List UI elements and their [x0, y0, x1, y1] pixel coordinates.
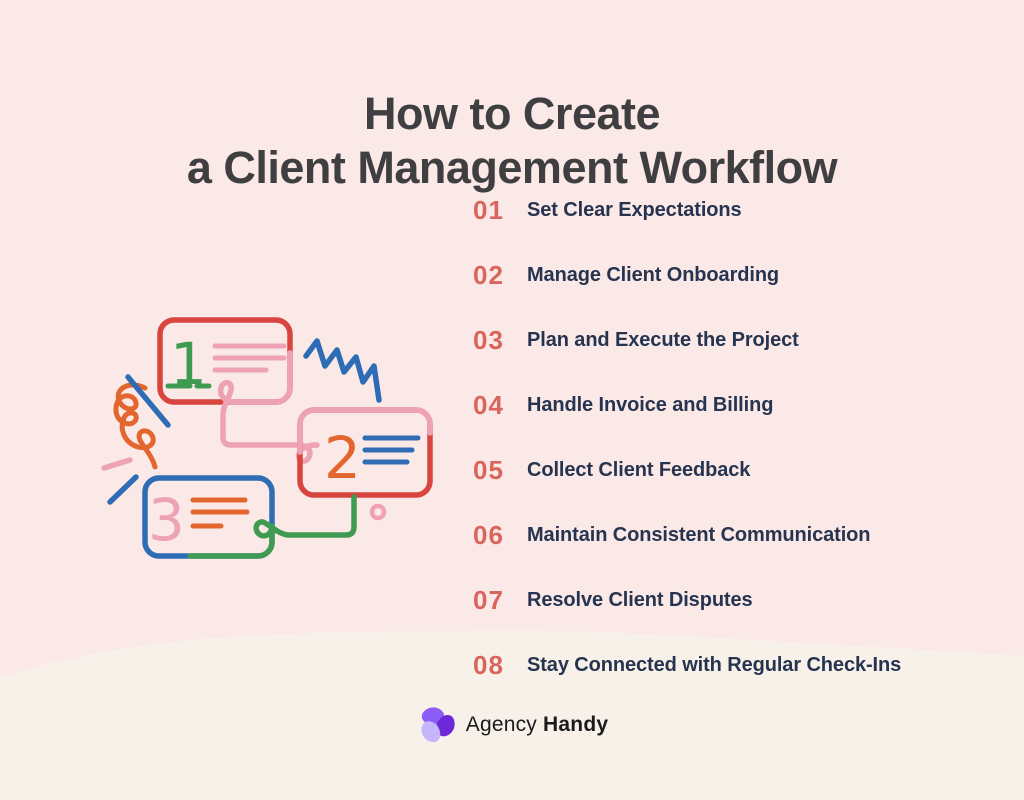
step-row: 01 Set Clear Expectations [473, 178, 901, 243]
card-2-top-accent [297, 407, 433, 455]
step-label: Manage Client Onboarding [527, 264, 780, 286]
step-row: 02 Manage Client Onboarding [473, 243, 901, 308]
step-row: 07 Resolve Client Disputes [473, 568, 901, 633]
logo-petal-top [421, 707, 444, 725]
card-2-number: 2 [324, 424, 361, 492]
step-row: 08 Stay Connected with Regular Check-Ins [473, 633, 901, 698]
logo-petal-bottom [421, 721, 440, 743]
page-title-line-1: How to Create [363, 88, 661, 140]
blue-slash-decoration [107, 474, 139, 505]
step-number: 07 [473, 585, 504, 615]
step-number: 06 [473, 520, 504, 550]
step-label: Handle Invoice and Billing [527, 394, 774, 416]
step-row: 03 Plan and Execute the Project [473, 308, 901, 373]
step-label: Collect Client Feedback [527, 459, 751, 481]
page-title-line-2: a Client Management Workflow [186, 142, 838, 194]
squiggle-decoration [113, 382, 158, 470]
card-3-number: 3 [148, 486, 185, 554]
agency-handy-wordmark: Agency Handy [466, 713, 608, 737]
step-number: 05 [473, 455, 504, 485]
diagonal-line-decoration [125, 374, 171, 428]
workflow-illustration: 1 2 3 [101, 317, 433, 559]
step-number: 04 [473, 390, 504, 420]
zigzag-decoration [303, 338, 382, 403]
dot-decoration [369, 503, 387, 521]
background-wave [0, 631, 1024, 800]
connector-card3-card2 [187, 494, 357, 559]
wordmark-bold: Handy [543, 712, 609, 736]
step-number: 02 [473, 260, 504, 290]
step-number: 01 [473, 195, 504, 225]
step-number: 03 [473, 325, 504, 355]
step-row: 06 Maintain Consistent Communication [473, 503, 901, 568]
step-label: Set Clear Expectations [527, 199, 742, 221]
brand-footer: Agency Handy [0, 704, 1024, 745]
step-label: Stay Connected with Regular Check-Ins [527, 654, 902, 676]
steps-list: 01 Set Clear Expectations 02 Manage Clie… [473, 178, 901, 698]
step-number: 08 [473, 650, 504, 680]
step-row: 04 Handle Invoice and Billing [473, 373, 901, 438]
pink-slash-decoration [101, 457, 133, 471]
step-row: 05 Collect Client Feedback [473, 438, 901, 503]
step-label: Maintain Consistent Communication [527, 524, 871, 546]
agency-handy-logo-icon [421, 707, 455, 743]
step-label: Plan and Execute the Project [527, 329, 799, 351]
page-title: How to Create a Client Management Workfl… [0, 87, 1024, 195]
card-1-number: 1 [170, 330, 207, 398]
wordmark-regular: Agency [465, 712, 537, 736]
logo-petal-right [436, 715, 455, 737]
step-label: Resolve Client Disputes [527, 589, 753, 611]
